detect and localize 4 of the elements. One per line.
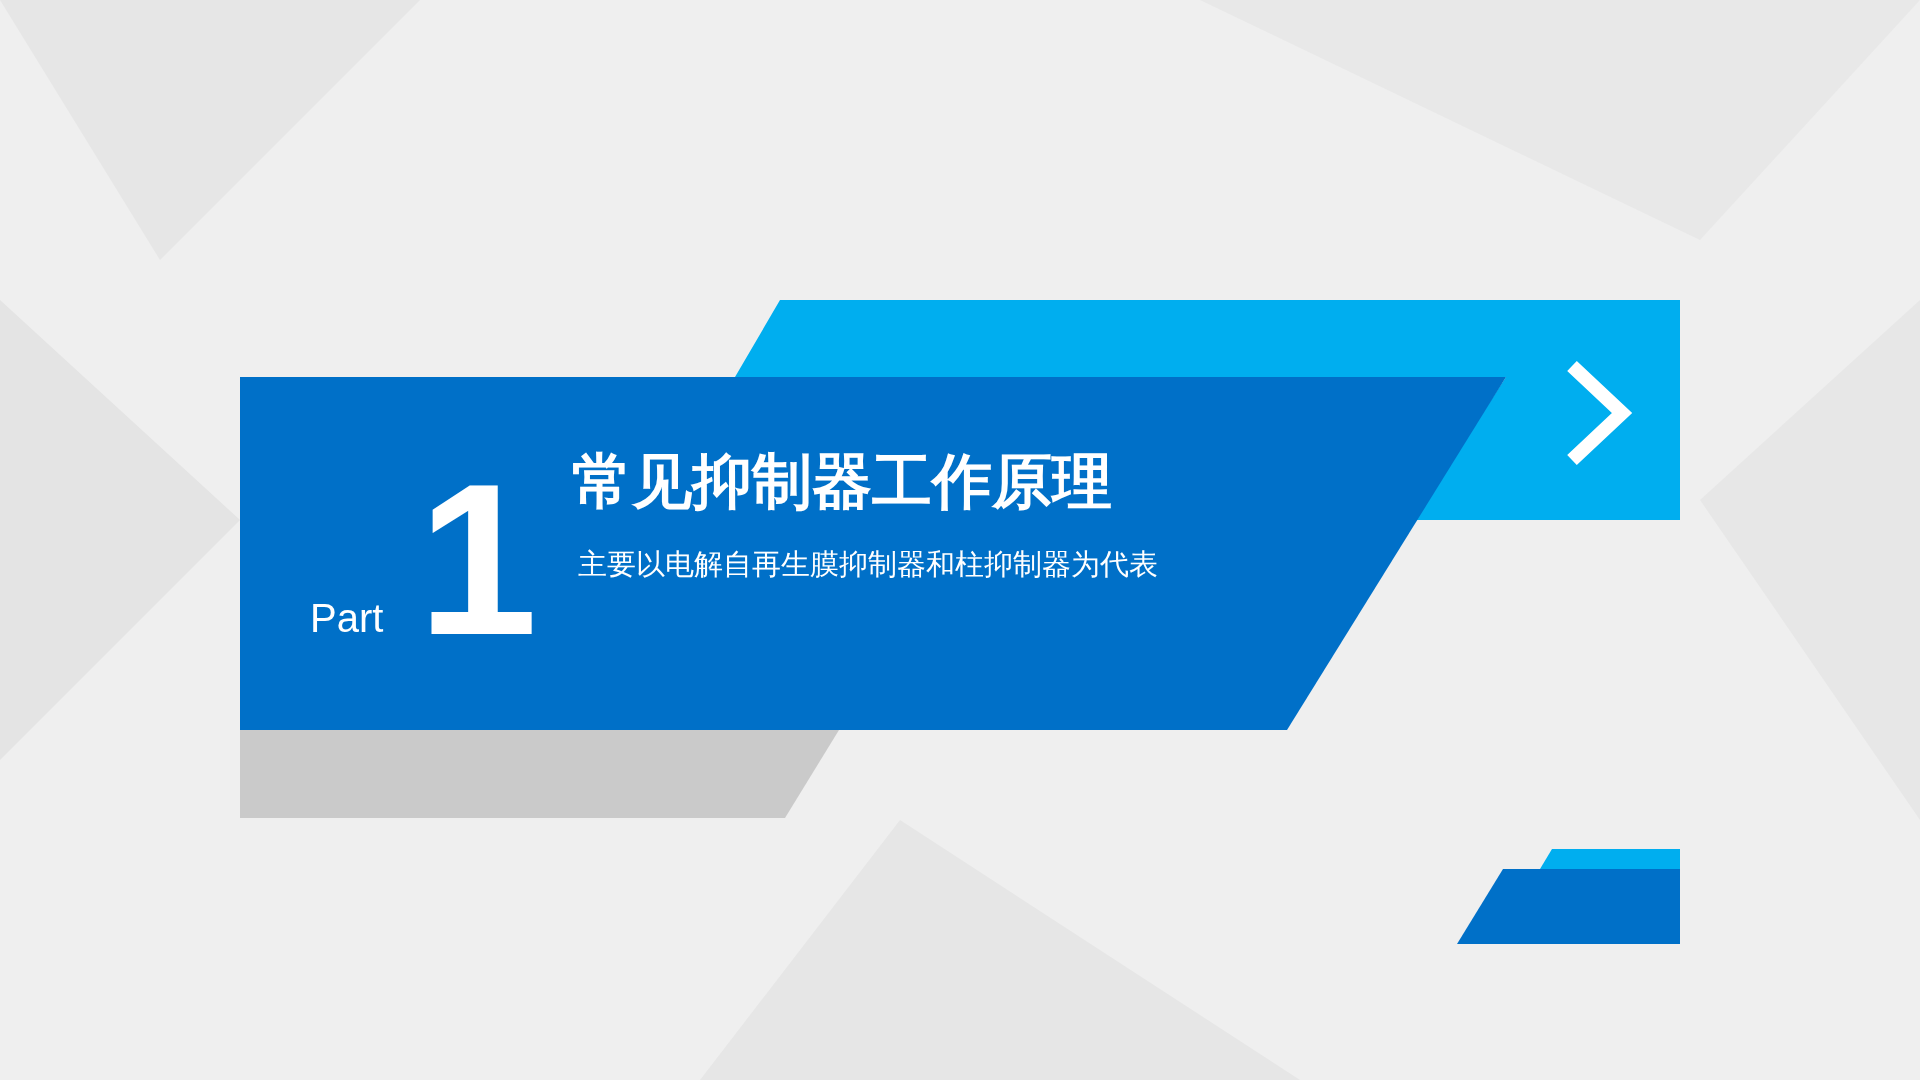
part-label: Part — [310, 598, 384, 638]
subtitle: 主要以电解自再生膜抑制器和柱抑制器为代表 — [578, 550, 1158, 579]
slide-title: 常见抑制器工作原理 — [572, 451, 1112, 511]
part-number: 1 — [418, 452, 538, 667]
